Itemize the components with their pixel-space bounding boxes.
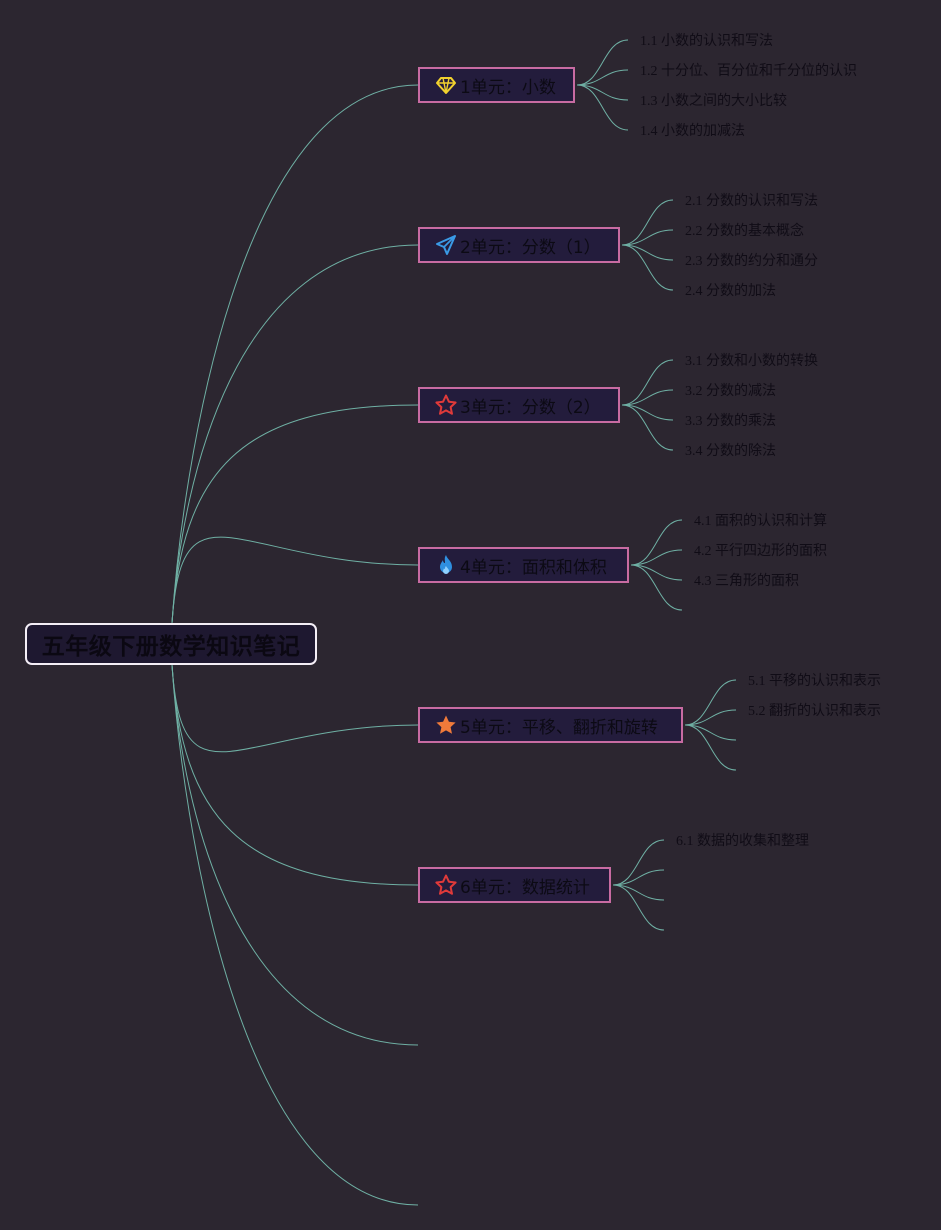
root-branch-connector xyxy=(171,536,419,624)
topic-item[interactable]: 6.1 数据的收集和整理 xyxy=(676,834,809,849)
topic-item[interactable]: 3.3 分数的乘法 xyxy=(685,414,776,429)
unit-label: 6单元：数据统计 xyxy=(460,877,590,898)
topic-connector xyxy=(621,199,674,246)
unit-label: 4单元：面积和体积 xyxy=(460,557,607,578)
unit-node[interactable]: 2单元：分数（1） xyxy=(418,227,620,263)
topic-connector xyxy=(621,244,674,291)
topic-connector xyxy=(630,564,683,581)
topic-item[interactable]: 1.4 小数的加减法 xyxy=(640,124,745,139)
topic-connector xyxy=(621,389,674,406)
topic-connector xyxy=(612,884,665,931)
topic-item[interactable]: 5.1 平移的认识和表示 xyxy=(748,674,881,689)
topic-connector xyxy=(576,84,629,131)
topic-item[interactable]: 3.1 分数和小数的转换 xyxy=(685,354,818,369)
topic-item[interactable]: 1.2 十分位、百分位和千分位的认识 xyxy=(640,64,857,79)
topic-item[interactable]: 1.1 小数的认识和写法 xyxy=(640,34,773,49)
topic-item[interactable]: 4.2 平行四边形的面积 xyxy=(694,544,827,559)
topic-connector xyxy=(621,244,674,261)
star-outline-icon xyxy=(434,873,458,897)
unit-node[interactable]: 4单元：面积和体积 xyxy=(418,547,629,583)
topic-connector xyxy=(612,884,665,901)
root-node[interactable]: 五年级下册数学知识笔记 xyxy=(25,623,317,665)
topic-connector xyxy=(684,724,737,741)
topic-connector xyxy=(630,549,683,566)
topic-connector xyxy=(621,229,674,246)
topic-connector xyxy=(576,84,629,101)
topic-item[interactable]: 1.3 小数之间的大小比较 xyxy=(640,94,787,109)
unit-node[interactable]: 6单元：数据统计 xyxy=(418,867,611,903)
topic-item[interactable]: 3.2 分数的减法 xyxy=(685,384,776,399)
unit-node[interactable]: 1单元：小数 xyxy=(418,67,575,103)
root-branch-connector xyxy=(171,664,419,886)
unit-label: 3单元：分数（2） xyxy=(460,397,601,418)
topic-connector xyxy=(576,39,629,86)
topic-connector xyxy=(684,709,737,726)
unit-label: 5单元：平移、翻折和旋转 xyxy=(460,717,658,738)
topic-connector xyxy=(621,404,674,421)
topic-connector xyxy=(684,724,737,771)
unit-node[interactable]: 5单元：平移、翻折和旋转 xyxy=(418,707,683,743)
root-branch-connector xyxy=(171,84,419,624)
diamond-icon xyxy=(434,73,458,97)
topic-item[interactable]: 2.3 分数的约分和通分 xyxy=(685,254,818,269)
root-title: 五年级下册数学知识笔记 xyxy=(41,634,301,660)
topic-item[interactable]: 4.3 三角形的面积 xyxy=(694,574,799,589)
topic-connector xyxy=(630,564,683,611)
topic-item[interactable]: 2.4 分数的加法 xyxy=(685,284,776,299)
unit-label: 2单元：分数（1） xyxy=(460,237,601,258)
unit-label: 1单元：小数 xyxy=(460,77,556,98)
topic-connector xyxy=(621,404,674,451)
topic-connector xyxy=(630,519,683,566)
root-branch-connector xyxy=(171,404,419,624)
topic-connector xyxy=(684,679,737,726)
topic-connector xyxy=(612,839,665,886)
topic-item[interactable]: 2.1 分数的认识和写法 xyxy=(685,194,818,209)
root-branch-connector xyxy=(171,664,419,753)
topic-item[interactable]: 5.2 翻折的认识和表示 xyxy=(748,704,881,719)
topic-connector xyxy=(576,69,629,86)
root-branch-connector xyxy=(171,664,419,1206)
star-outline-icon xyxy=(434,393,458,417)
root-branch-connector xyxy=(171,244,419,624)
root-branch-connector xyxy=(171,664,419,1046)
flame-icon xyxy=(434,553,458,577)
topic-connector xyxy=(621,359,674,406)
topic-item[interactable]: 2.2 分数的基本概念 xyxy=(685,224,804,239)
paper-plane-icon xyxy=(434,233,458,257)
topic-item[interactable]: 3.4 分数的除法 xyxy=(685,444,776,459)
topic-item[interactable]: 4.1 面积的认识和计算 xyxy=(694,514,827,529)
star-filled-icon xyxy=(434,713,458,737)
topic-connector xyxy=(612,869,665,886)
unit-node[interactable]: 3单元：分数（2） xyxy=(418,387,620,423)
